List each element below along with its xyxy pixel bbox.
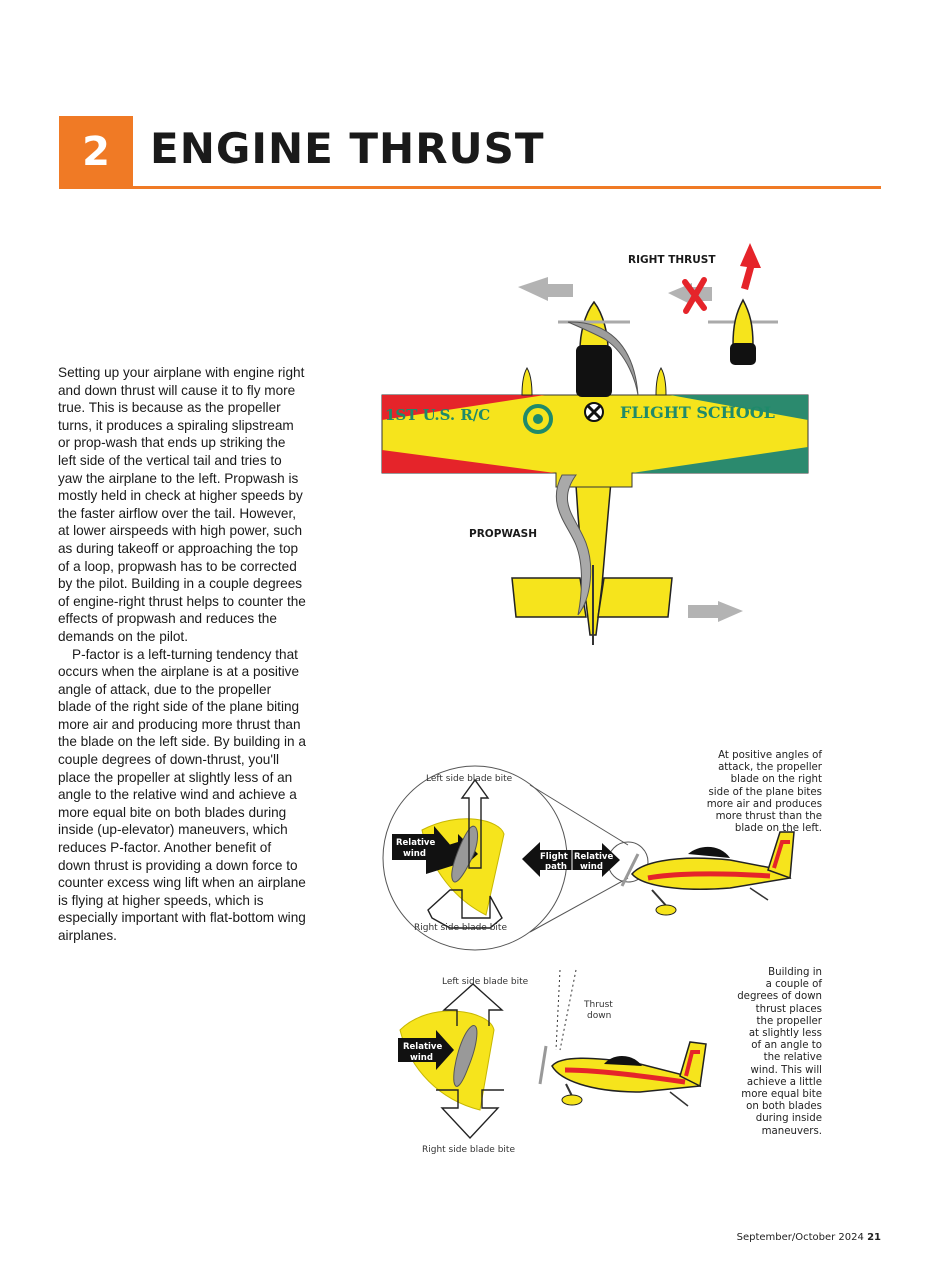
relative-wind-text-1: Relative bbox=[396, 838, 435, 848]
left-gray-arrow bbox=[518, 277, 573, 301]
school-logo-icon bbox=[523, 404, 553, 434]
relative-wind-text-5: Relative bbox=[403, 1042, 442, 1052]
flight-text-2: path bbox=[545, 862, 567, 872]
left-blade-label: Left side blade bite bbox=[426, 774, 513, 784]
right-gray-arrow bbox=[688, 601, 743, 622]
down-thrust-caption: Building in a couple of degrees of down … bbox=[737, 967, 822, 1137]
section-number: 2 bbox=[59, 116, 133, 188]
relative-wind-arrow bbox=[392, 826, 452, 868]
header-rule bbox=[59, 186, 881, 189]
blade-icon bbox=[451, 825, 478, 883]
relative-wind-text-3: Relative bbox=[574, 852, 613, 862]
wing-left-text: 1ST U.S. R/C bbox=[385, 406, 490, 424]
page-number: 21 bbox=[867, 1232, 881, 1243]
page-footer: September/October 2024 21 bbox=[737, 1232, 881, 1243]
main-wing: 1ST U.S. R/C FLIGHT SCHOOL bbox=[381, 394, 809, 488]
p-factor-diagram: Left side blade bite Right side blade bi… bbox=[382, 765, 795, 951]
horizontal-stabilizer bbox=[511, 577, 587, 618]
engine-thrust-diagram: RIGHT THRUST 1ST U.S. R/C FLIGHT SCHOOL bbox=[381, 243, 809, 645]
body-text: Setting up your airplane with engine rig… bbox=[58, 364, 306, 945]
up-blade-arrow bbox=[460, 778, 490, 869]
down-blade-arrow-2 bbox=[436, 1089, 504, 1140]
side-view-plane-2 bbox=[538, 1041, 707, 1107]
right-blade-label: Right side blade bite bbox=[414, 923, 507, 933]
red-thrust-arrow bbox=[740, 243, 761, 290]
side-view-plane bbox=[620, 831, 795, 916]
wing-roundel-icon bbox=[584, 402, 604, 422]
body-paragraph-1: Setting up your airplane with engine rig… bbox=[58, 365, 306, 644]
right-thrust-label: RIGHT THRUST bbox=[628, 254, 716, 266]
section-title: ENGINE THRUST bbox=[150, 124, 545, 173]
down-blade-arrow bbox=[427, 889, 503, 929]
relative-wind-text-2: wind bbox=[403, 849, 426, 859]
flight-text-1: Flight bbox=[540, 852, 568, 862]
propwash-swirl bbox=[555, 321, 639, 616]
thrust-down-text-1: Thrust bbox=[583, 1000, 613, 1010]
body-paragraph-2: P-factor is a left-turning tendency that… bbox=[58, 646, 306, 944]
right-blade-label-2: Right side blade bite bbox=[422, 1145, 515, 1155]
red-x-mark bbox=[682, 277, 707, 314]
issue-date: September/October 2024 bbox=[736, 1232, 864, 1243]
p-factor-caption: At positive angles of attack, the propel… bbox=[706, 750, 822, 835]
left-blade-label-2: Left side blade bite bbox=[442, 977, 529, 987]
relative-wind-text-4: wind bbox=[580, 862, 603, 872]
wing-right-text: FLIGHT SCHOOL bbox=[620, 403, 775, 422]
flight-path-arrow bbox=[522, 842, 620, 877]
propwash-label: PROPWASH bbox=[469, 528, 537, 540]
relative-wind-text-6: wind bbox=[410, 1053, 433, 1063]
thrust-down-text-2: down bbox=[587, 1011, 611, 1021]
down-thrust-diagram: Left side blade bite Right side blade bi… bbox=[398, 969, 707, 1155]
blade-icon-2 bbox=[453, 1025, 478, 1087]
up-blade-arrow-2 bbox=[442, 983, 504, 1026]
small-spinner-icon bbox=[708, 298, 778, 365]
